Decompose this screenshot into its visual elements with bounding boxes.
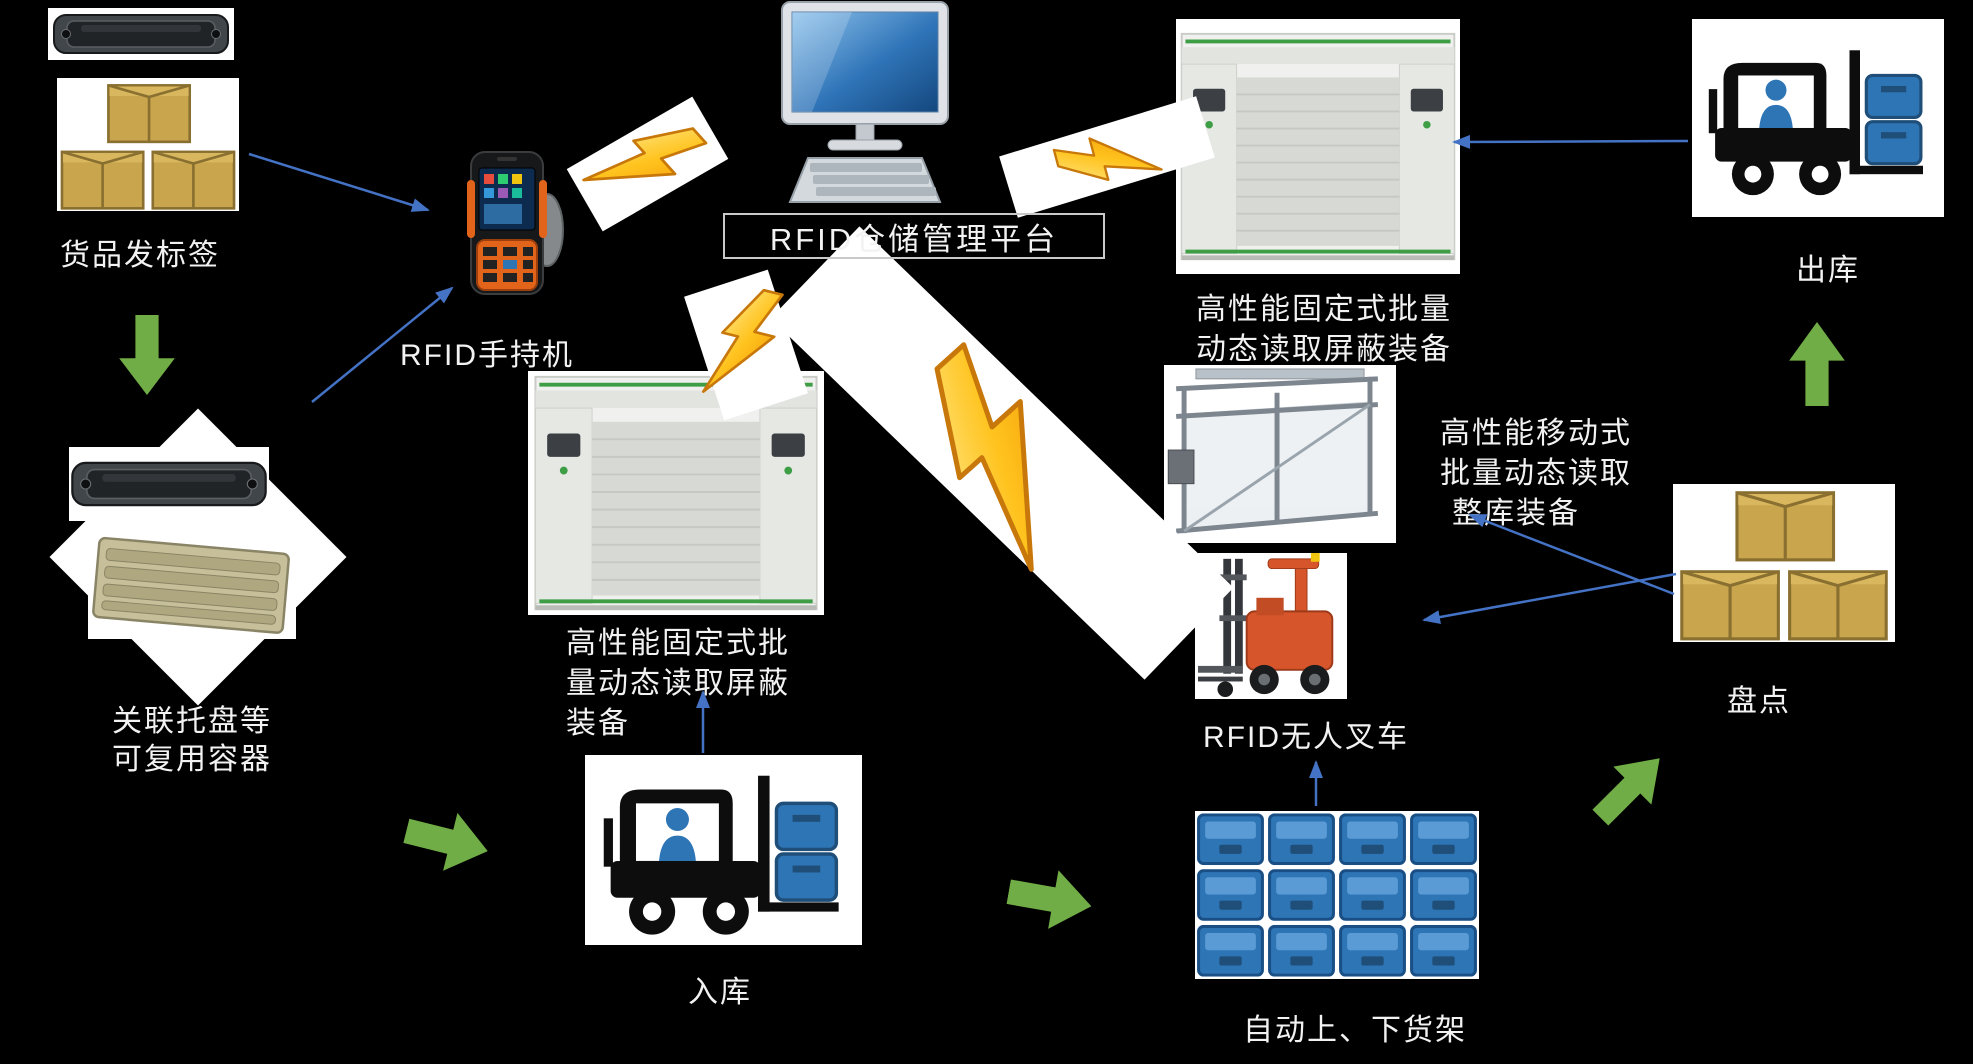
- label-pallet-container-1: 关联托盘等: [112, 705, 272, 738]
- rfid-handheld-icon: [466, 151, 564, 295]
- green-arrow-right-to-shelving: [1003, 861, 1096, 937]
- platform-computer-icon: [781, 1, 949, 203]
- mobile-reader-frame-card: [1164, 365, 1396, 543]
- shelves-card: [1195, 811, 1479, 979]
- label-fixed-center-1: 高性能固定式批: [566, 627, 790, 660]
- goods-boxes-icon: [57, 78, 239, 211]
- label-fixed-right-2: 动态读取屏蔽装备: [1196, 333, 1452, 366]
- green-arrow-up-to-outbound: [1788, 322, 1846, 406]
- fixed-reader-gate-icon: [1179, 31, 1457, 262]
- label-fixed-center-3: 装备: [566, 707, 630, 740]
- reusable-tag-card: [69, 447, 269, 521]
- fixed-reader-gate-center-card: [528, 371, 824, 615]
- green-arrow-diagonal-to-inventory: [1581, 739, 1680, 838]
- label-handheld: RFID手持机: [400, 339, 574, 372]
- inbound-forklift-card: [585, 755, 862, 945]
- forklift-icon: [602, 774, 841, 937]
- forklift-icon: [1707, 48, 1925, 197]
- arrow-outbound-to-gate: [1452, 134, 1689, 149]
- mobile-reader-frame-icon: [1164, 365, 1396, 543]
- fixed-reader-gate-icon: [533, 374, 819, 613]
- arrow-inventory-to-agv: [1422, 572, 1677, 625]
- green-arrow-down-tagging: [118, 315, 176, 395]
- platform-title-box: RFID仓储管理平台: [723, 213, 1105, 259]
- platform-title: RFID仓储管理平台: [769, 221, 1059, 257]
- inventory-boxes-card: [1673, 484, 1895, 642]
- label-fixed-center-2: 量动态读取屏蔽: [566, 667, 790, 700]
- lightning-bolt-icon: [864, 309, 1141, 597]
- rfid-tag-card: [48, 8, 234, 60]
- shelf-bins-icon: [1195, 811, 1479, 979]
- rfid-tag-icon: [53, 14, 229, 54]
- goods-boxes-card: [57, 78, 239, 211]
- label-mobile-3: 整库装备: [1452, 497, 1580, 530]
- label-shelving: 自动上、下货架: [1243, 1014, 1467, 1047]
- label-inventory: 盘点: [1727, 685, 1791, 718]
- label-mobile-2: 批量动态读取: [1440, 457, 1632, 490]
- label-fixed-right-1: 高性能固定式批量: [1196, 293, 1452, 326]
- fixed-reader-gate-right-card: [1176, 19, 1460, 274]
- label-inbound: 入库: [688, 976, 752, 1009]
- green-arrow-right-to-inbound: [399, 801, 496, 881]
- label-outbound: 出库: [1796, 254, 1860, 287]
- label-agv: RFID无人叉车: [1203, 721, 1409, 754]
- goods-boxes-icon: [1673, 484, 1895, 642]
- label-mobile-1: 高性能移动式: [1440, 417, 1632, 450]
- rfid-tag-icon: [71, 461, 267, 507]
- label-goods-tagging: 货品发标签: [60, 239, 220, 272]
- arrow-boxes-to-handheld: [248, 152, 430, 212]
- outbound-forklift-card: [1692, 19, 1944, 217]
- label-pallet-container-2: 可复用容器: [112, 743, 272, 776]
- pallet-card: [88, 533, 296, 639]
- pallet-tray-icon: [91, 536, 291, 635]
